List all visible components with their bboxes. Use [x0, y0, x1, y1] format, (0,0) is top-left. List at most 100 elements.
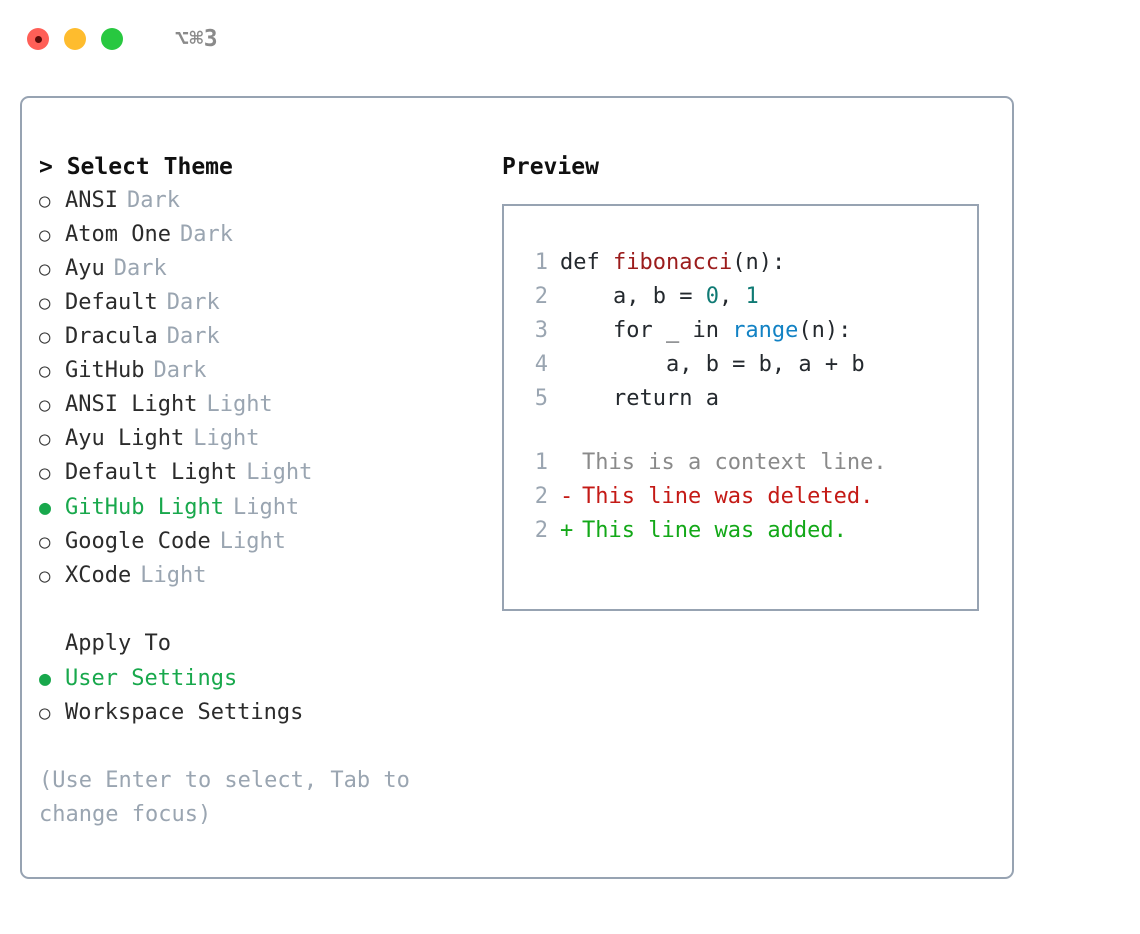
code-token-builtin: range [732, 318, 799, 343]
radio-unselected-icon: ○ [39, 428, 51, 450]
radio-unselected-icon: ○ [39, 326, 51, 348]
diff-line-number: 2 [534, 518, 548, 543]
diff-line: 1 This is a context line. [518, 446, 971, 480]
radio-unselected-icon: ○ [39, 224, 51, 246]
apply-to-option-label: Workspace Settings [65, 700, 304, 725]
theme-option-tag: Dark [113, 256, 167, 281]
minimize-window-button[interactable] [64, 28, 86, 50]
code-line-text: return a [560, 382, 719, 416]
code-token-plain: (n): [732, 250, 786, 275]
theme-option-label: ANSI [65, 188, 118, 213]
diff-line: 2-This line was deleted. [518, 480, 971, 514]
theme-option-row[interactable]: ○ Dracula Dark [39, 320, 479, 354]
theme-option-row[interactable]: ○ ANSI Dark [39, 184, 479, 218]
code-line: 4 a, b = b, a + b [518, 348, 971, 382]
keyboard-hint-text: (Use Enter to select, Tab to change focu… [39, 768, 410, 827]
radio-unselected-icon: ○ [39, 394, 51, 416]
window-controls [27, 28, 123, 50]
apply-to-option-row[interactable]: ●User Settings [39, 661, 479, 696]
theme-option-tag: Dark [179, 222, 233, 247]
diff-line: 2 + This line was added. [518, 514, 971, 548]
theme-option-label: Ayu Light [65, 426, 185, 451]
code-token-num: 0 [705, 284, 719, 309]
diff-line-number: 1 [534, 450, 548, 475]
radio-unselected-icon: ○ [39, 258, 51, 280]
radio-unselected-icon: ○ [39, 360, 51, 382]
code-line-number: 1 [534, 250, 548, 275]
theme-option-row[interactable]: ○ Ayu Dark [39, 252, 479, 286]
code-line: 1 def fibonacci(n): [518, 246, 971, 280]
theme-option-label: Dracula [65, 324, 158, 349]
code-token-plain: a, b = b, a + b [560, 352, 865, 377]
theme-option-tag: Dark [126, 188, 180, 213]
theme-option-label: GitHub Light [65, 495, 224, 520]
diff-line-text: This line was added. [582, 518, 847, 543]
diff-marker: + [560, 518, 574, 543]
theme-option-tag: Dark [166, 290, 220, 315]
theme-option-label: Ayu [65, 256, 105, 281]
theme-option-label: GitHub [65, 358, 145, 383]
apply-to-header-bullet-spacer: ○ [39, 627, 65, 661]
theme-option-label: Default Light [65, 460, 238, 485]
apply-to-header: ○ Apply To [39, 627, 479, 661]
code-line-text: def fibonacci(n): [560, 246, 785, 280]
code-line-number: 5 [534, 386, 548, 411]
title-bar: ⌥⌘3 [0, 0, 1140, 78]
code-line: 5 return a [518, 382, 971, 416]
diff-spacer [518, 416, 971, 446]
code-token-plain: , [718, 284, 746, 309]
code-line-number: 2 [534, 284, 548, 309]
diff-line-text: This line was deleted. [582, 484, 874, 509]
theme-option-tag: Light [232, 495, 300, 520]
theme-option-row[interactable]: ● GitHub Light Light [39, 490, 479, 525]
code-line-number: 3 [534, 318, 548, 343]
radio-selected-icon: ● [39, 495, 52, 519]
code-token-fn: fibonacci [612, 250, 733, 275]
code-token-num: 1 [745, 284, 759, 309]
theme-option-tag: Dark [166, 324, 220, 349]
keyboard-shortcut-label: ⌥⌘3 [175, 26, 219, 52]
theme-option-row[interactable]: ○ Default Light Light [39, 456, 479, 490]
apply-to-option-list[interactable]: ●User Settings ○ Workspace Settings [39, 661, 479, 730]
radio-unselected-icon: ○ [39, 292, 51, 314]
theme-option-label: Default [65, 290, 158, 315]
radio-unselected-icon: ○ [39, 565, 51, 587]
code-token-plain: def [560, 250, 613, 275]
close-window-button[interactable] [27, 28, 49, 50]
theme-option-tag: Light [219, 529, 286, 554]
theme-option-tag: Light [140, 563, 207, 588]
theme-option-tag: Light [246, 460, 313, 485]
apply-to-option-row[interactable]: ○ Workspace Settings [39, 696, 479, 730]
diff-line-number: 2 [534, 484, 548, 509]
code-token-plain: for _ in [560, 318, 733, 343]
theme-option-row[interactable]: ○ GitHub Dark [39, 354, 479, 388]
code-line: 2 a, b = 0, 1 [518, 280, 971, 314]
theme-option-label: Google Code [65, 529, 211, 554]
code-line-text: a, b = 0, 1 [560, 280, 759, 314]
radio-selected-icon: ● [39, 666, 52, 690]
radio-unselected-icon: ○ [39, 190, 51, 212]
diff-marker: - [560, 484, 574, 509]
theme-option-row[interactable]: ○ Atom One Dark [39, 218, 479, 252]
theme-option-label: ANSI Light [65, 392, 198, 417]
radio-unselected-icon: ○ [39, 462, 51, 484]
list-spacer [39, 593, 479, 627]
apply-to-header-label: Apply To [65, 631, 171, 656]
maximize-window-button[interactable] [101, 28, 123, 50]
theme-option-label: Atom One [65, 222, 171, 247]
radio-unselected-icon: ○ [39, 702, 51, 724]
theme-option-row[interactable]: ○ Default Dark [39, 286, 479, 320]
preview-header: Preview [502, 154, 599, 180]
theme-option-tag: Dark [153, 358, 207, 383]
